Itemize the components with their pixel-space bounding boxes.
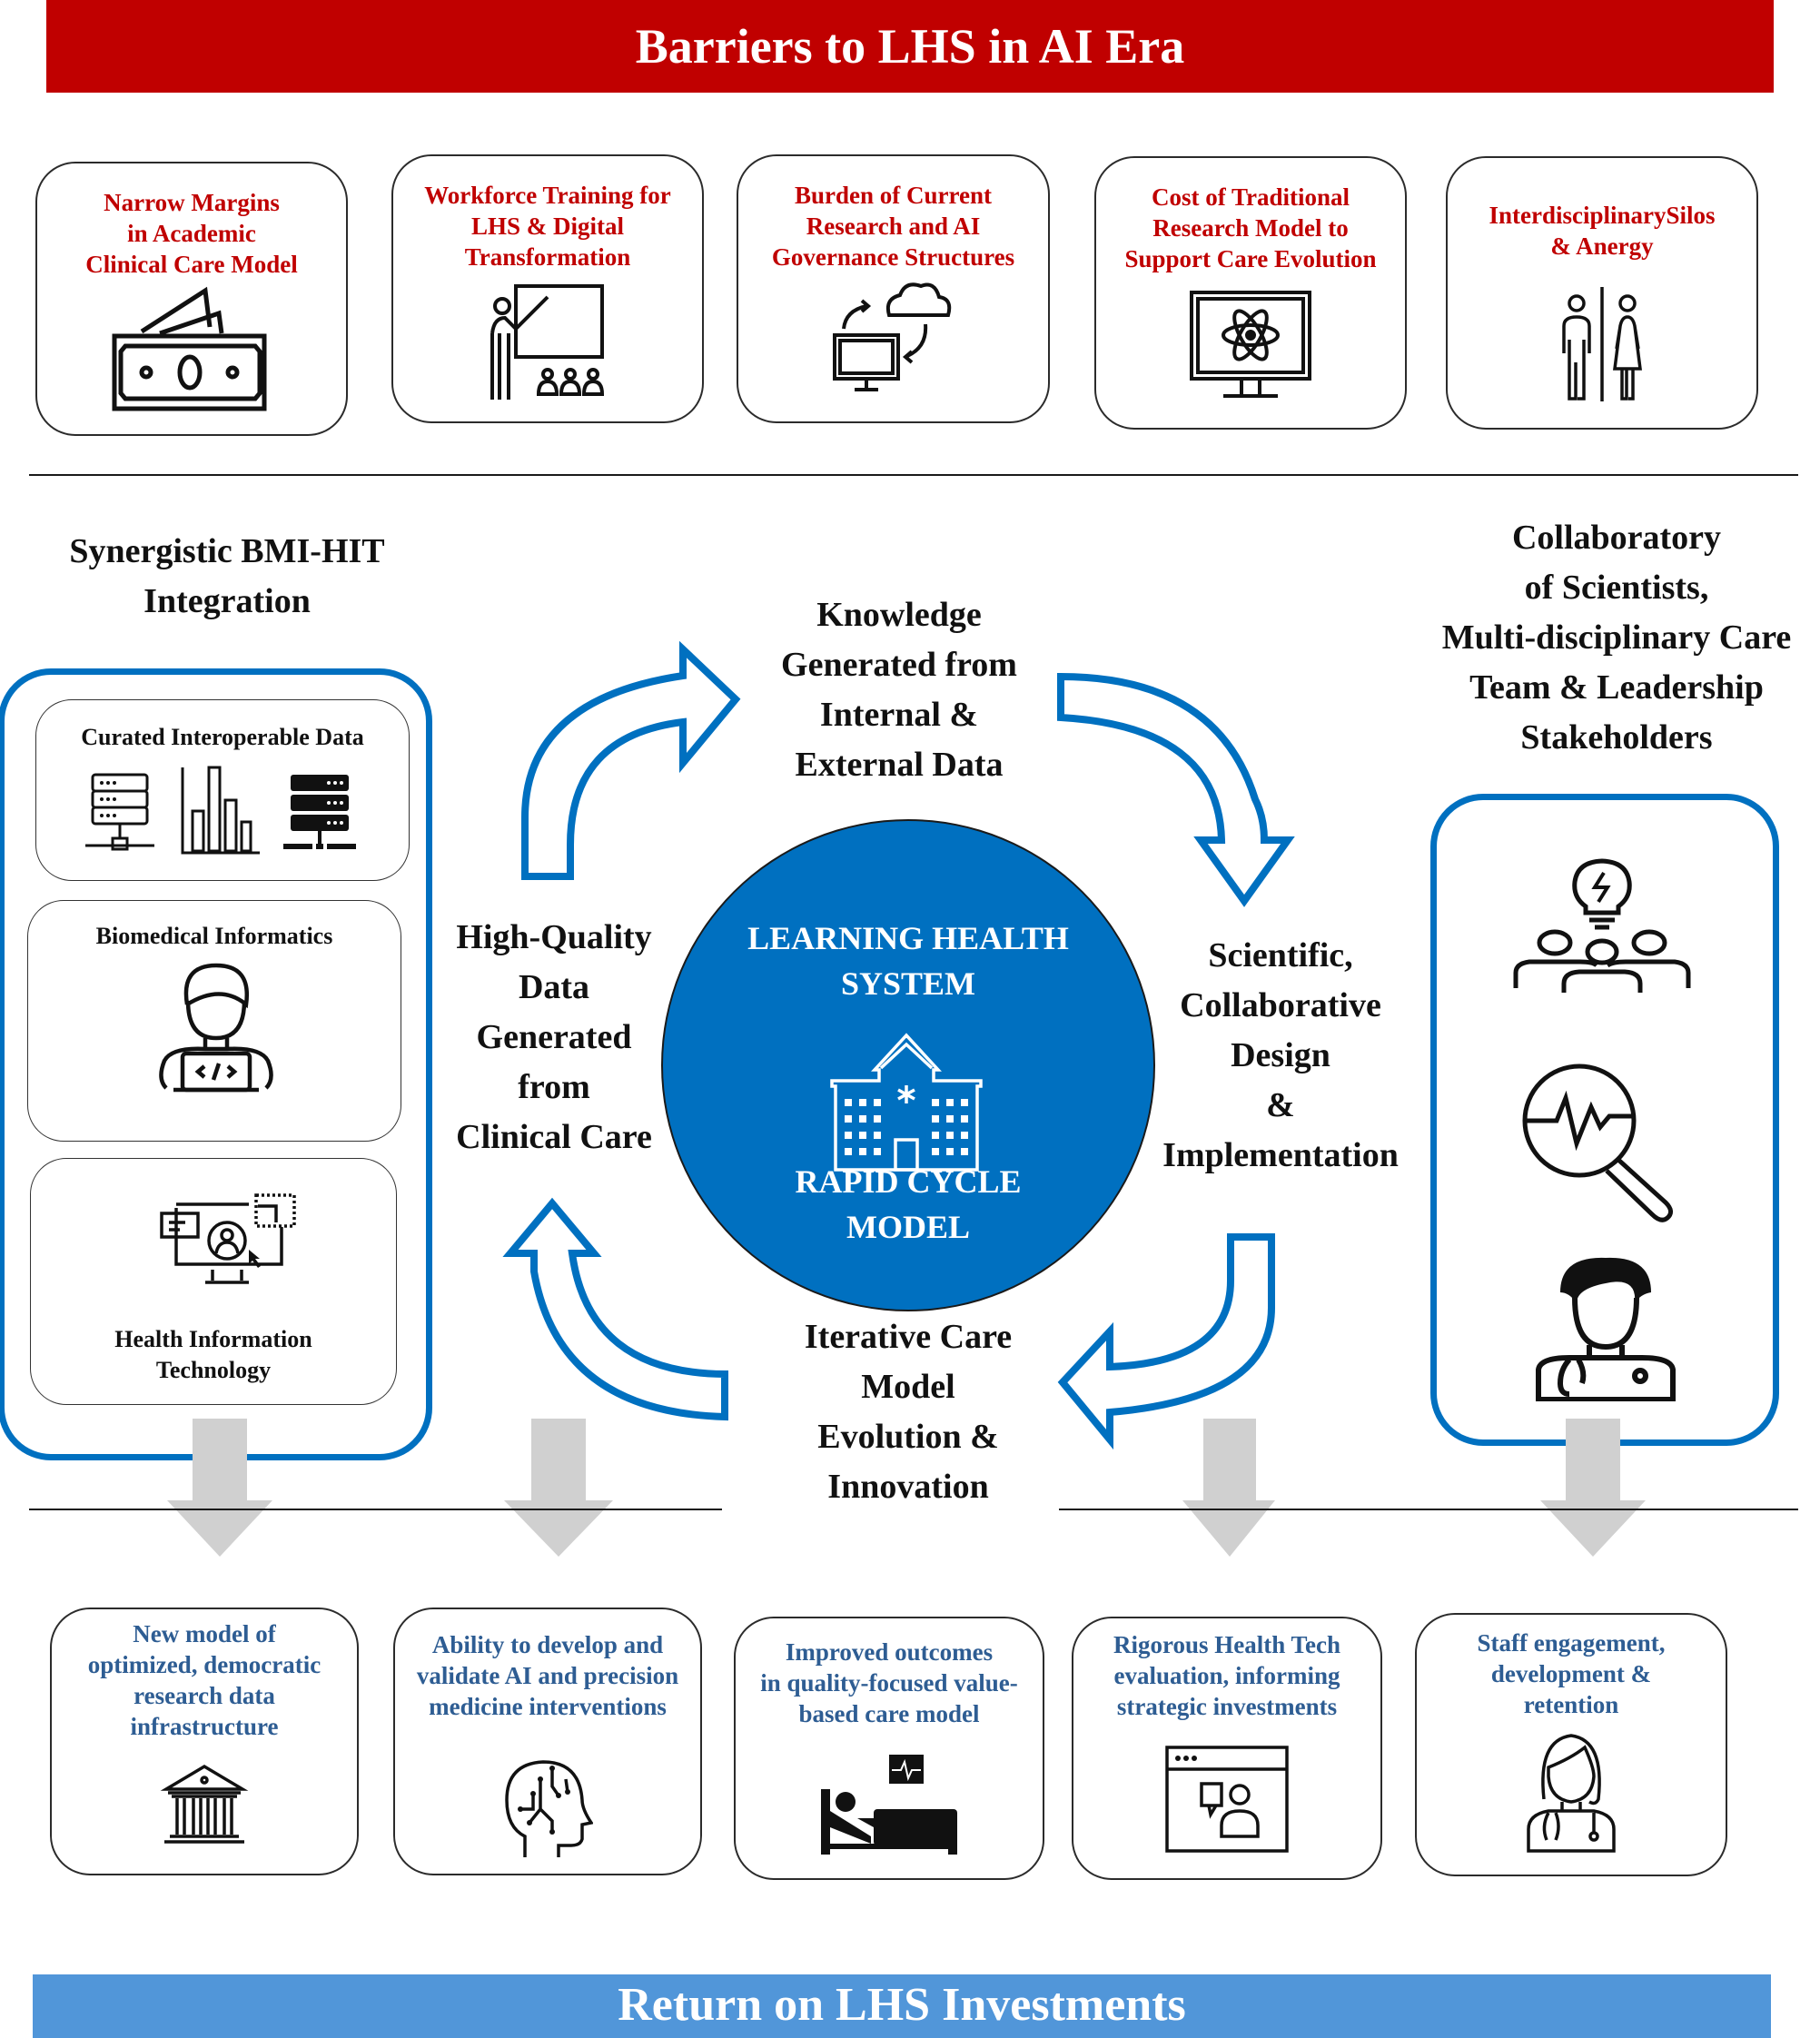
return-title: Ability to develop and validate AI and p… — [416, 1631, 679, 1720]
barrier-card-governance-burden: Burden of Current Research and AI Govern… — [737, 154, 1050, 423]
institution-building-icon — [160, 1764, 249, 1844]
biomedical-informatics-label: Biomedical Informatics — [95, 923, 333, 949]
health-it-card: Health Information Technology — [30, 1158, 397, 1405]
hospital-icon — [830, 1033, 983, 1172]
video-consult-window-icon — [1165, 1746, 1289, 1853]
teacher-presentation-icon — [490, 284, 605, 400]
barrier-title: Burden of Current Research and AI Govern… — [771, 182, 1015, 271]
atom-monitor-icon — [1190, 291, 1311, 398]
flow-arrow-3 — [1182, 1419, 1275, 1557]
return-card-staff-engagement: Staff engagement, development & retentio… — [1415, 1613, 1727, 1876]
cloud-sync-computer-icon — [832, 282, 951, 391]
step-iterative-care: Iterative Care Model Evolution & Innovat… — [804, 1318, 1013, 1506]
monitor-user-profile-icon — [160, 1193, 296, 1284]
left-panel-heading: Synergistic BMI-HIT Integration — [69, 532, 385, 620]
server-rack-icon — [283, 775, 356, 849]
step-knowledge-generated: Knowledge Generated from Internal & Exte… — [781, 596, 1017, 784]
right-panel-heading: Collaboratory of Scientists, Multi-disci… — [1441, 519, 1792, 757]
money-icon — [112, 286, 267, 411]
circle-title: LEARNING HEALTH SYSTEM — [747, 920, 1069, 1002]
man-woman-divided-icon — [1562, 287, 1642, 401]
barriers-banner: Barriers to LHS in AI Era — [46, 0, 1774, 93]
biomedical-informatics-card: Biomedical Informatics — [27, 900, 401, 1142]
flow-arrow-4 — [1540, 1419, 1646, 1557]
arrow-down-left — [1057, 1233, 1275, 1450]
female-doctor-icon — [1527, 1734, 1616, 1853]
magnifier-heartbeat-icon — [1522, 1064, 1673, 1222]
step-scientific-design: Scientific, Collaborative Design & Imple… — [1162, 936, 1399, 1174]
return-card-health-tech-evaluation: Rigorous Health Tech evaluation, informi… — [1072, 1617, 1382, 1880]
barrier-card-workforce-training: Workforce Training for LHS & Digital Tra… — [391, 154, 704, 423]
team-idea-lightbulb-icon — [1513, 858, 1691, 993]
doctor-stethoscope-icon — [1536, 1257, 1676, 1401]
learning-health-system-circle: LEARNING HEALTH SYSTEM RAPID CYCLE MODEL — [661, 819, 1155, 1311]
barrier-title: Narrow Margins in Academic Clinical Care… — [85, 189, 298, 278]
flow-arrow-1 — [167, 1419, 272, 1557]
stakeholders-box — [1430, 794, 1779, 1446]
ai-brain-head-icon — [505, 1760, 593, 1857]
circle-subtitle: RAPID CYCLE MODEL — [795, 1163, 1022, 1245]
bmi-hit-integration-box: Curated Interoperable Data Biomedical In… — [0, 668, 432, 1460]
return-title: Rigorous Health Tech evaluation, informi… — [1113, 1631, 1341, 1720]
return-title: New model of optimized, democratic resea… — [87, 1620, 321, 1740]
barrier-card-traditional-research-cost: Cost of Traditional Research Model to Su… — [1094, 156, 1407, 430]
return-card-ai-precision-medicine: Ability to develop and validate AI and p… — [393, 1608, 702, 1875]
section-divider-bottom-right — [1059, 1509, 1798, 1510]
return-card-research-infrastructure: New model of optimized, democratic resea… — [50, 1608, 359, 1875]
health-it-label: Health Information Technology — [114, 1326, 312, 1383]
developer-laptop-icon — [159, 963, 273, 1093]
curated-data-card: Curated Interoperable Data — [35, 699, 410, 881]
barrier-title: Workforce Training for LHS & Digital Tra… — [424, 182, 671, 271]
barrier-title: InterdisciplinarySilos & Anergy — [1489, 202, 1716, 260]
section-divider-top — [29, 474, 1798, 476]
barrier-title: Cost of Traditional Research Model to Su… — [1124, 183, 1377, 272]
arrow-down-right — [1057, 672, 1295, 907]
bar-chart-icon — [181, 766, 260, 855]
return-card-improved-outcomes: Improved outcomes in quality-focused val… — [734, 1617, 1044, 1880]
barrier-card-narrow-margins: Narrow Margins in Academic Clinical Care… — [35, 162, 348, 436]
arrow-up-right — [521, 640, 741, 880]
barriers-banner-title: Barriers to LHS in AI Era — [635, 19, 1185, 74]
return-title: Staff engagement, development & retentio… — [1477, 1629, 1666, 1718]
barrier-card-interdisciplinary-silos: InterdisciplinarySilos & Anergy — [1446, 156, 1758, 430]
section-divider-bottom-left — [29, 1509, 722, 1510]
step-high-quality-data: High-Quality Data Generated from Clinica… — [456, 918, 652, 1156]
returns-banner-title: Return on LHS Investments — [618, 1979, 1186, 2031]
server-network-icon — [85, 773, 154, 851]
flow-arrow-2 — [504, 1419, 613, 1557]
return-title: Improved outcomes in quality-focused val… — [760, 1638, 1018, 1727]
returns-banner: Return on LHS Investments — [33, 1974, 1771, 2038]
arrow-up-left — [502, 1197, 728, 1421]
patient-bed-monitor-icon — [821, 1755, 957, 1855]
curated-data-label: Curated Interoperable Data — [81, 724, 364, 750]
